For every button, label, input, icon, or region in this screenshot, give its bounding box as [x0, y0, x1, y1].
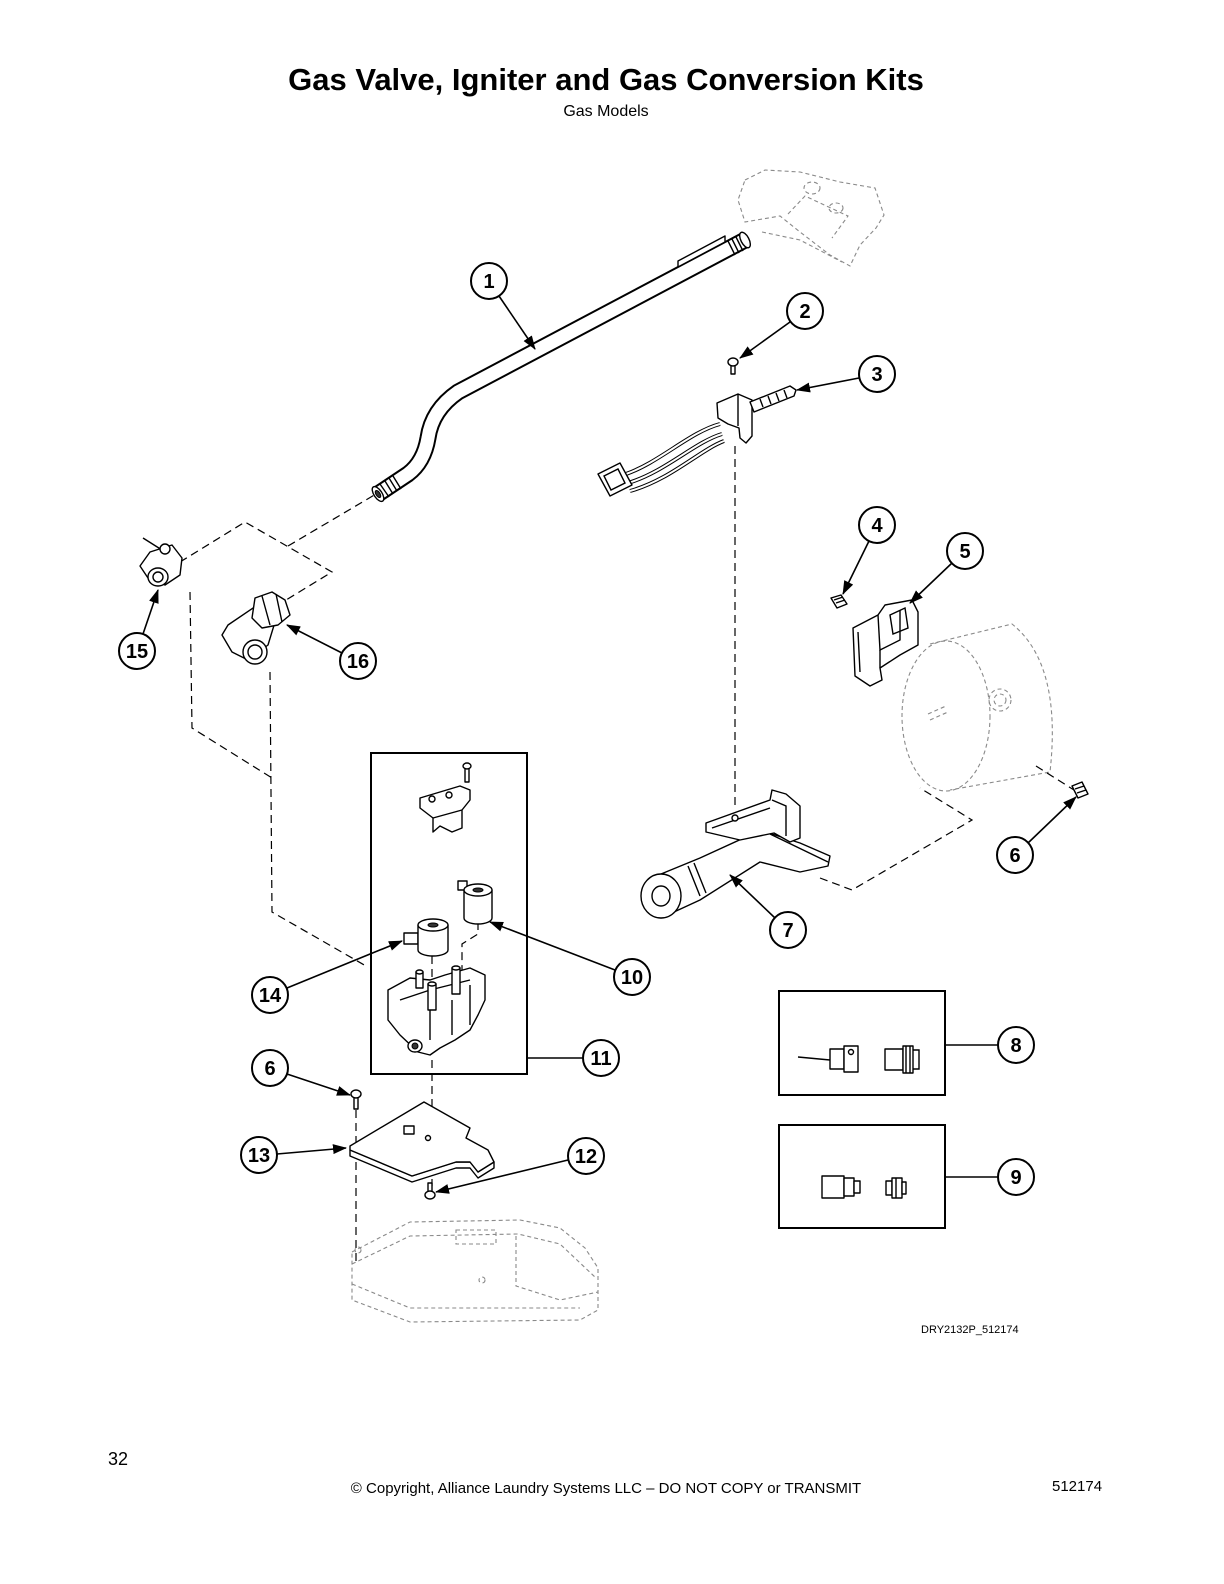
- callout-number: 1: [483, 271, 494, 293]
- valve-coil-lower: [403, 918, 449, 957]
- callout-7: 7: [729, 874, 807, 949]
- ghost-housing-top: [737, 169, 885, 267]
- ghost-burner-cylinder: [901, 623, 1053, 792]
- copyright-notice: © Copyright, Alliance Laundry Systems LL…: [350, 1480, 862, 1497]
- callout-number: 4: [871, 515, 883, 537]
- page-number: 32: [108, 1449, 129, 1469]
- burner: [640, 789, 831, 919]
- conversion-kit-box-8: [778, 990, 946, 1096]
- callout-8: 8: [945, 1026, 1035, 1064]
- conversion-kit-box-9: [778, 1124, 946, 1229]
- igniter: [597, 385, 797, 497]
- gas-pipe: [371, 231, 752, 503]
- callout-number: 6: [264, 1058, 275, 1080]
- callout-16: 16: [286, 624, 377, 680]
- page-title: Gas Valve, Igniter and Gas Conversion Ki…: [288, 62, 924, 97]
- callout-number: 3: [871, 364, 882, 386]
- valve-mounting-bracket: [349, 1101, 495, 1183]
- callout-13: 13: [240, 1136, 347, 1174]
- callout-5: 5: [909, 532, 984, 604]
- callout-number: 13: [248, 1145, 270, 1167]
- callout-number: 16: [347, 651, 369, 673]
- callout-number: 12: [575, 1146, 597, 1168]
- callout-number: 7: [782, 920, 793, 942]
- ghost-base-bottom: [351, 1219, 599, 1323]
- callout-number: 5: [959, 541, 970, 563]
- callout-9: 9: [945, 1158, 1035, 1196]
- callout-12: 12: [435, 1137, 605, 1194]
- valve-bracket: [419, 762, 472, 833]
- callout-4: 4: [842, 506, 896, 595]
- callout-15: 15: [118, 589, 159, 670]
- callout-11: 11: [527, 1039, 620, 1077]
- callout-10: 10: [489, 921, 651, 996]
- callout-number: 9: [1010, 1167, 1021, 1189]
- callout-number: 14: [259, 985, 282, 1007]
- callout-14: 14: [251, 940, 403, 1014]
- callout-number: 8: [1010, 1035, 1021, 1057]
- callout-1: 1: [470, 262, 536, 350]
- assembly-dashed-lines: [179, 446, 1075, 1262]
- igniter-bracket: [852, 599, 919, 687]
- valve-coil-upper: [457, 880, 493, 925]
- gas-valve-body: [387, 965, 486, 1056]
- elbow-fitting: [221, 591, 291, 665]
- callout-2: 2: [739, 292, 824, 359]
- page-subtitle: Gas Models: [563, 103, 649, 120]
- callout-number: 15: [126, 641, 148, 663]
- callout-6-right: 6: [996, 796, 1077, 874]
- callout-number: 2: [799, 301, 810, 323]
- bracket-screw-left: [350, 1089, 362, 1110]
- callout-number: 10: [621, 967, 643, 989]
- gas-valve-kit-box: [370, 752, 528, 1075]
- shutoff-valve: [139, 537, 183, 587]
- igniter-screw: [727, 357, 739, 375]
- burner-screw: [1071, 781, 1089, 799]
- callout-3: 3: [796, 355, 896, 393]
- callout-number: 6: [1009, 845, 1020, 867]
- callout-number: 11: [590, 1048, 611, 1070]
- drawing-code: DRY2132P_512174: [921, 1324, 1019, 1336]
- document-number: 512174: [1052, 1478, 1103, 1495]
- callout-6-left: 6: [251, 1049, 351, 1096]
- valve-screw-bottom: [424, 1182, 436, 1200]
- bracket-screw: [830, 594, 848, 609]
